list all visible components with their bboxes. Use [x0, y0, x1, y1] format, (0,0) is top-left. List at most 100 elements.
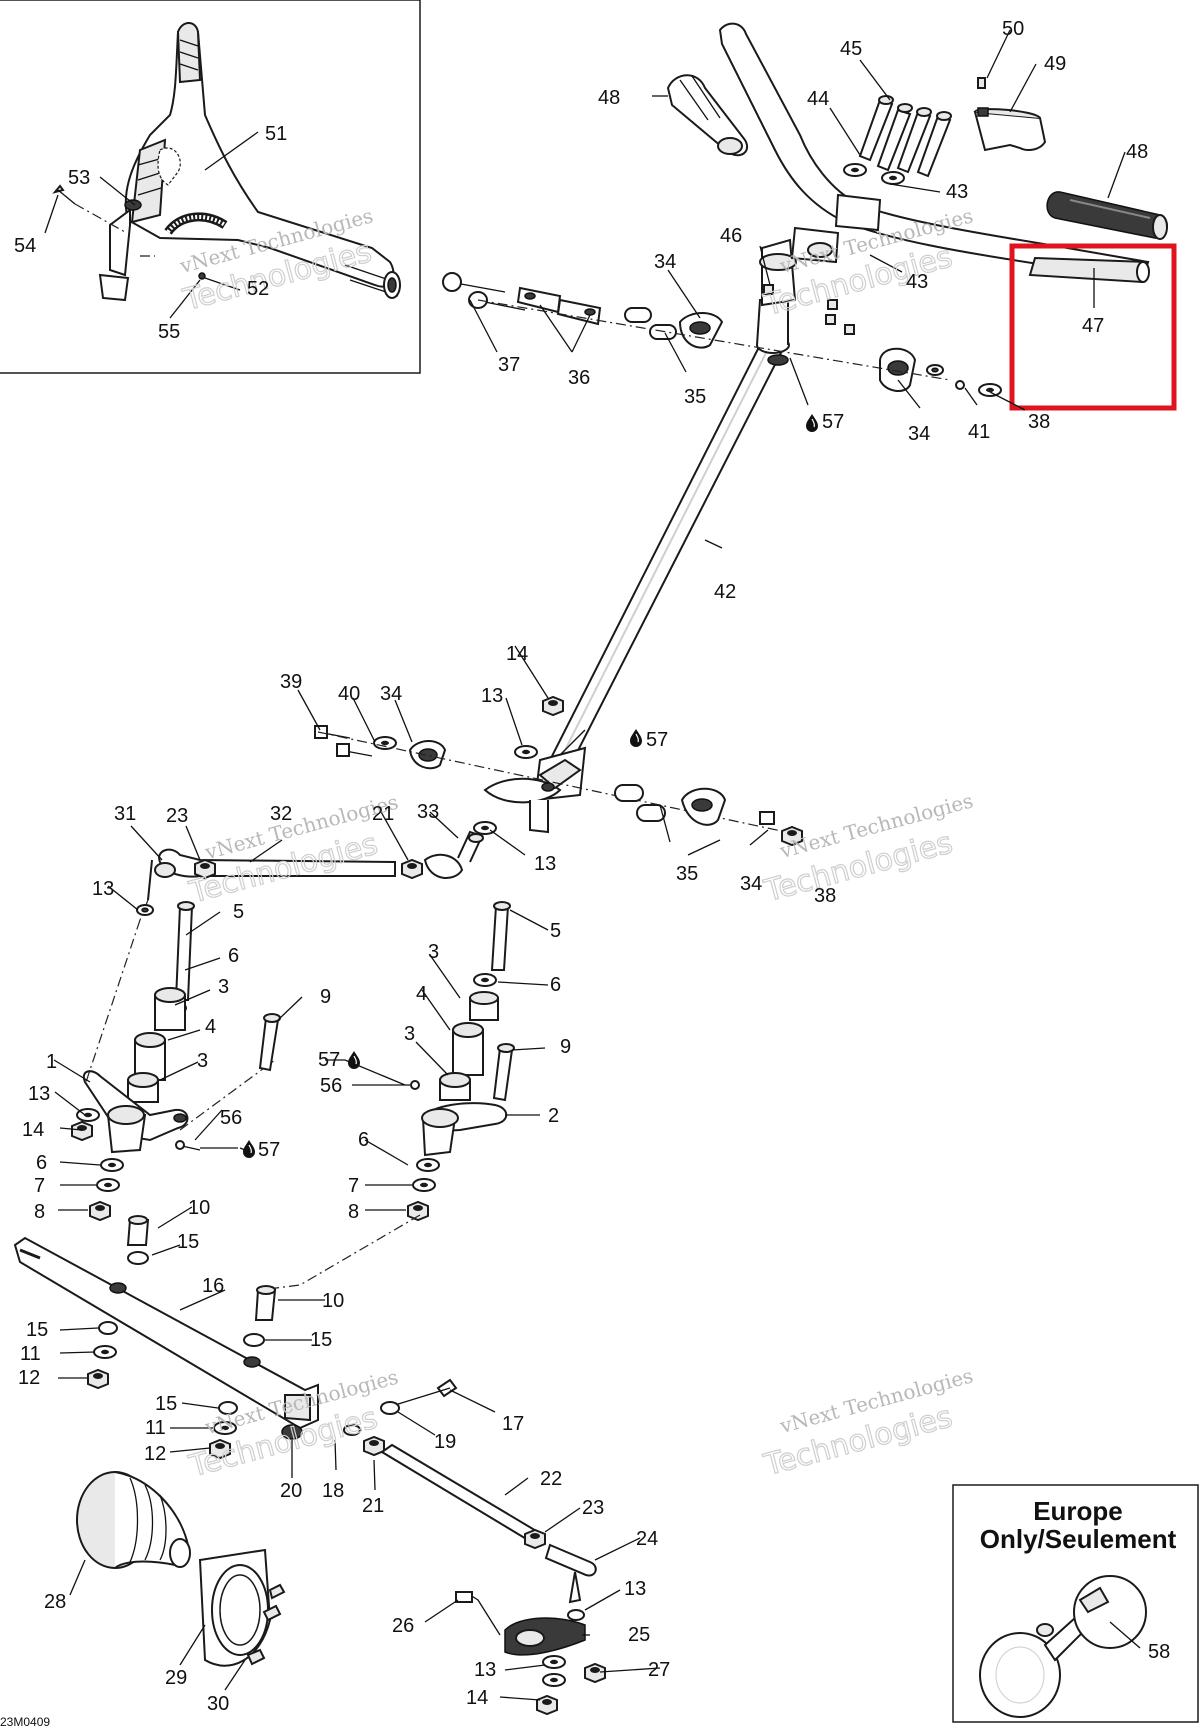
- callout-46: 46: [720, 225, 742, 247]
- callout-13f: 13: [474, 1659, 496, 1681]
- handlebar-inset: [0, 0, 421, 374]
- steering-arm-16: [13, 1236, 319, 1430]
- callout-15b: 15: [310, 1329, 332, 1351]
- callout-23b: 23: [582, 1497, 604, 1519]
- callout-47: 47: [1082, 315, 1104, 337]
- spindle-right-2: [407, 901, 511, 1221]
- callout-6d: 6: [358, 1129, 369, 1151]
- callout-23a: 23: [166, 805, 188, 827]
- callout-51: 51: [265, 123, 287, 145]
- callout-41: 41: [968, 421, 990, 443]
- handlebar-throttle-housing: [98, 22, 401, 302]
- callout-22: 22: [540, 1468, 562, 1490]
- callout-29: 29: [165, 1667, 187, 1689]
- steering-arm-bushings: [87, 1215, 277, 1459]
- callout-35b: 35: [676, 863, 698, 885]
- upper-linkage: [442, 272, 1002, 397]
- callout-57d: 57: [318, 1049, 340, 1071]
- callout-14a: 14: [506, 643, 528, 665]
- callout-35a: 35: [684, 386, 706, 408]
- callout-34b: 34: [908, 423, 930, 445]
- callout-3b: 3: [197, 1050, 208, 1072]
- callout-10b: 10: [322, 1290, 344, 1312]
- callout-11b: 11: [145, 1417, 166, 1439]
- callout-9a: 9: [320, 986, 331, 1008]
- grip-right-48: [1046, 191, 1168, 240]
- callout-30: 30: [207, 1693, 229, 1715]
- grease-drop-icon-2: [629, 728, 643, 748]
- callout-7b: 7: [348, 1175, 359, 1197]
- callout-34c: 34: [380, 683, 402, 705]
- reference-code: 23M0409: [0, 1715, 50, 1729]
- callout-16: 16: [202, 1275, 224, 1297]
- grease-drop-icon-4: [242, 1139, 256, 1159]
- callout-34a: 34: [654, 251, 676, 273]
- mounting-plate-29: [198, 1548, 286, 1667]
- callout-25: 25: [628, 1624, 650, 1646]
- grip-left-48: [666, 74, 748, 157]
- callout-18: 18: [322, 1480, 344, 1502]
- callout-28: 28: [44, 1591, 66, 1613]
- callout-54: 54: [14, 235, 36, 257]
- bolt-9-left: [258, 1013, 281, 1072]
- callout-17: 17: [502, 1413, 524, 1435]
- callout-13c: 13: [92, 878, 114, 900]
- inset-title-line2: Only/Seulement: [980, 1524, 1177, 1554]
- callout-9b: 9: [560, 1036, 571, 1058]
- callout-3c: 3: [428, 941, 439, 963]
- callout-48b: 48: [1126, 141, 1148, 163]
- tie-rod-lower-22: [380, 1443, 597, 1621]
- callout-14c: 14: [466, 1687, 488, 1709]
- callout-48a: 48: [598, 87, 620, 109]
- inset-title-line1: Europe: [1033, 1496, 1123, 1526]
- callout-19: 19: [434, 1431, 456, 1453]
- callout-8b: 8: [348, 1201, 359, 1223]
- callout-4b: 4: [416, 983, 427, 1005]
- callout-13a: 13: [481, 685, 503, 707]
- callout-39: 39: [280, 671, 302, 693]
- steering-column-42: [483, 238, 797, 834]
- callout-38b: 38: [814, 885, 836, 907]
- callout-6b: 6: [36, 1152, 47, 1174]
- pitman-arm-25: [455, 1591, 606, 1715]
- leader-lines: [44, 29, 1141, 1701]
- europe-horn-inset: Europe Only/Seulement: [952, 1484, 1199, 1723]
- callout-56b: 56: [320, 1075, 342, 1097]
- tie-rod-upper-32: [139, 830, 484, 921]
- rubber-boot-28: [76, 1471, 191, 1569]
- middle-linkage: [314, 696, 803, 846]
- handlebar-clamp: [790, 193, 882, 264]
- end-cap-49: [973, 107, 1047, 152]
- highlight-box-part-47: [1009, 243, 1177, 411]
- callout-31: 31: [114, 803, 136, 825]
- callout-24: 24: [636, 1528, 658, 1550]
- grease-drop-icon-3: [347, 1050, 361, 1070]
- callout-3a: 3: [218, 976, 229, 998]
- callout-27: 27: [648, 1659, 670, 1681]
- inset-fitting-55: [198, 272, 206, 280]
- handlebar: [718, 22, 1150, 284]
- lower-bolt-17: [281, 1378, 458, 1456]
- callout-58: 58: [1148, 1641, 1170, 1663]
- callout-32: 32: [270, 803, 292, 825]
- callout-56a: 56: [220, 1107, 242, 1129]
- callout-44: 44: [807, 88, 829, 110]
- callout-15a: 15: [177, 1231, 199, 1253]
- callout-37: 37: [498, 354, 520, 376]
- callout-12a: 12: [18, 1367, 40, 1389]
- callout-33: 33: [417, 801, 439, 823]
- grease-fitting-56-right: [410, 1080, 420, 1090]
- inset-frame: [0, 0, 421, 374]
- callout-6c: 6: [550, 974, 561, 996]
- callout-11a: 11: [20, 1343, 41, 1365]
- fittings-46: [763, 284, 855, 335]
- callout-20: 20: [280, 1480, 302, 1502]
- callout-6a: 6: [228, 945, 239, 967]
- callout-14b: 14: [22, 1119, 44, 1141]
- callout-45: 45: [840, 38, 862, 60]
- callout-13e: 13: [624, 1578, 646, 1600]
- callout-2: 2: [548, 1105, 559, 1127]
- callout-15c: 15: [26, 1319, 48, 1341]
- callout-36: 36: [568, 367, 590, 389]
